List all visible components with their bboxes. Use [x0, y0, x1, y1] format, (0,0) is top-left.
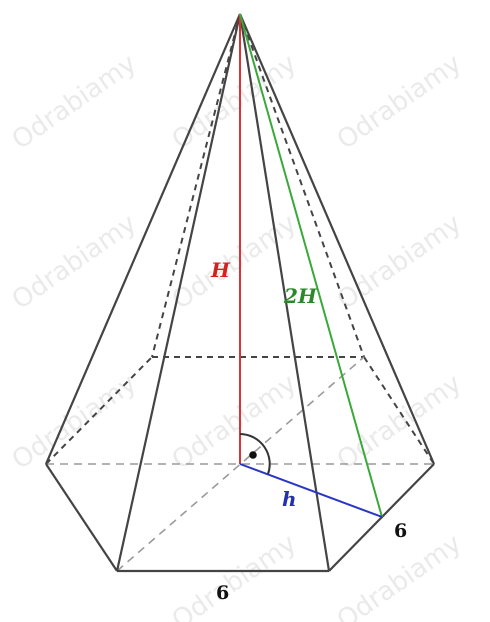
- watermark-text: Odrabiamy: [167, 529, 302, 622]
- base-diagonal: [116, 356, 365, 572]
- right-angle-arc: [239, 433, 271, 475]
- height-label: H: [210, 258, 231, 282]
- watermark-text: Odrabiamy: [332, 209, 467, 316]
- watermark-text: Odrabiamy: [167, 209, 302, 316]
- hidden-edges: [45, 13, 435, 465]
- apothem-segment: [239, 463, 383, 518]
- watermark-text: Odrabiamy: [7, 49, 142, 156]
- lateral-edge: [238, 13, 436, 465]
- side-length-label-right: 6: [394, 520, 407, 542]
- slant-height-segment: [239, 13, 383, 518]
- lateral-edge: [238, 13, 331, 572]
- watermark-text: Odrabiamy: [167, 49, 302, 156]
- watermark-text: Odrabiamy: [167, 369, 302, 476]
- side-length-label-bottom: 6: [216, 582, 229, 604]
- base-diagonals: [46, 356, 434, 572]
- hidden-lateral-edge: [151, 13, 241, 358]
- lateral-edge: [44, 13, 242, 465]
- watermark-text: Odrabiamy: [332, 529, 467, 622]
- right-angle-dot: [249, 451, 257, 459]
- slant-edge-label: 2H: [283, 284, 318, 308]
- watermark-text: Odrabiamy: [7, 209, 142, 316]
- base-edge: [45, 463, 118, 572]
- visible-edges: [44, 13, 436, 573]
- watermark-text: Odrabiamy: [332, 49, 467, 156]
- hidden-lateral-edge: [239, 13, 365, 358]
- lateral-edge: [115, 13, 242, 572]
- hidden-base-edge: [45, 356, 153, 465]
- watermark-text: Odrabiamy: [7, 369, 142, 476]
- apothem-label: h: [282, 487, 297, 511]
